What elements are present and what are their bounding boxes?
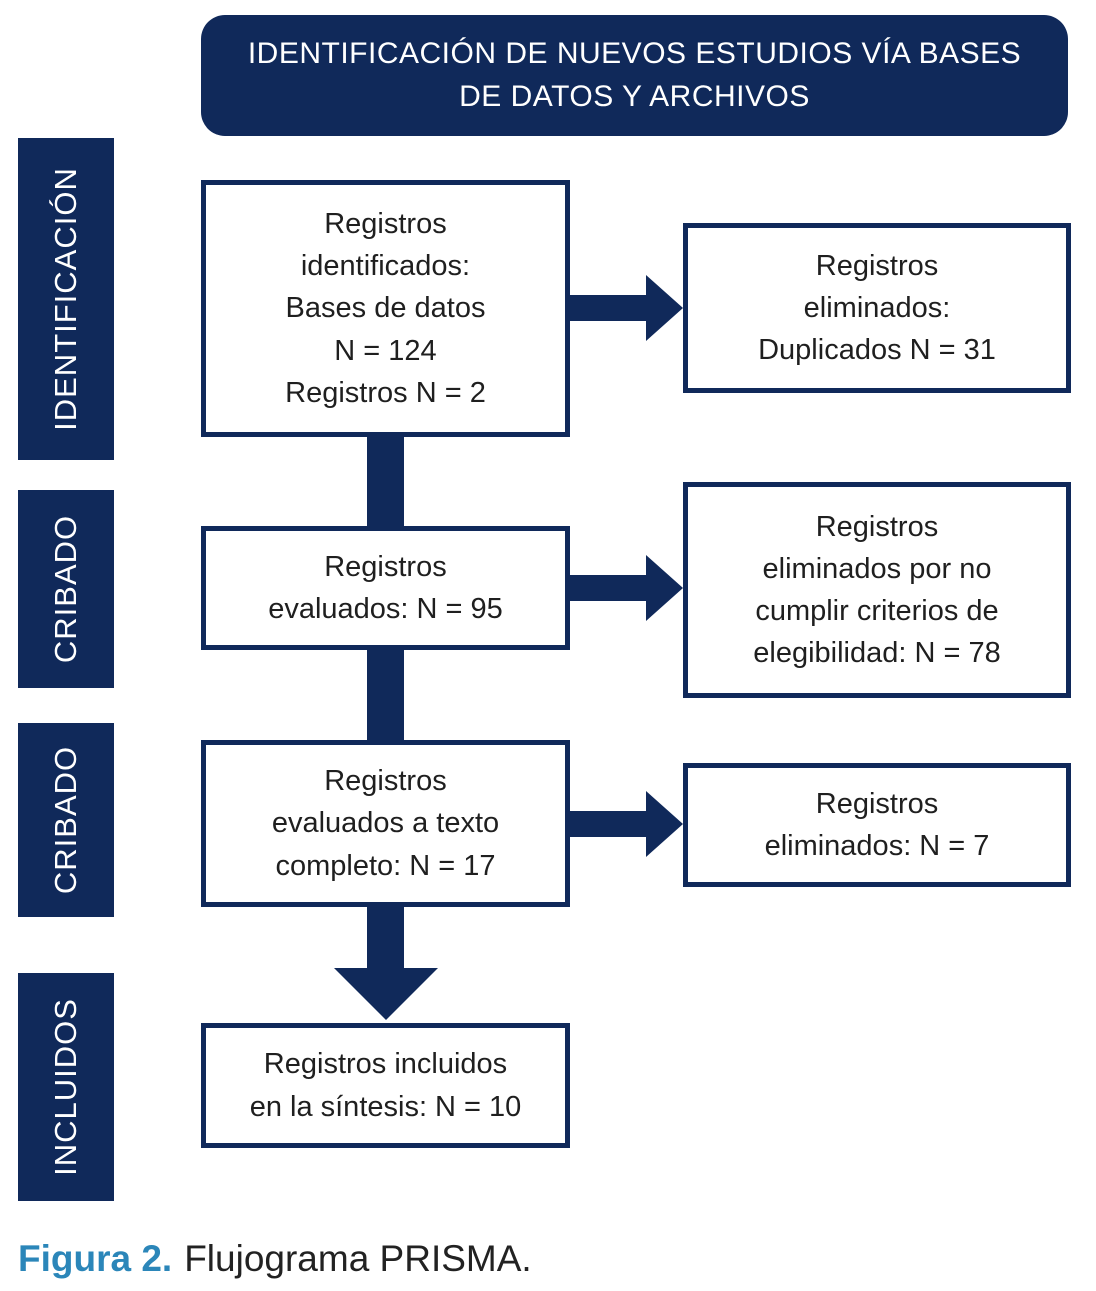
- stage-label-text: IDENTIFICACIÓN: [48, 167, 83, 431]
- box-eliminados-criterios: Registros eliminados por no cumplir crit…: [683, 482, 1071, 698]
- header-banner: IDENTIFICACIÓN DE NUEVOS ESTUDIOS VÍA BA…: [201, 15, 1068, 136]
- caption-text: Flujograma PRISMA.: [184, 1238, 532, 1279]
- connector-down-3-shaft: [367, 907, 404, 968]
- box-text: Registros eliminados: Duplicados N = 31: [758, 249, 996, 367]
- box-registros-texto-completo: Registros evaluados a texto completo: N …: [201, 740, 570, 907]
- connector-down-2: [367, 650, 404, 740]
- connector-down-1: [367, 437, 404, 526]
- right-arrow-head-icon: [646, 275, 683, 341]
- box-text: Registros eliminados por no cumplir crit…: [753, 510, 1001, 670]
- arrow-right-1-shaft: [570, 295, 647, 321]
- right-arrow-head-icon: [646, 555, 683, 621]
- arrow-right-3-shaft: [570, 811, 647, 837]
- box-registros-incluidos: Registros incluidos en la síntesis: N = …: [201, 1023, 570, 1148]
- stage-label-cribado-2: CRIBADO: [18, 723, 114, 917]
- figure-caption: Figura 2. Flujograma PRISMA.: [18, 1238, 532, 1280]
- stage-label-text: INCLUIDOS: [48, 998, 83, 1176]
- stage-label-text: CRIBADO: [48, 745, 83, 895]
- header-title: IDENTIFICACIÓN DE NUEVOS ESTUDIOS VÍA BA…: [247, 36, 1022, 113]
- box-registros-identificados: Registros identificados: Bases de datos …: [201, 180, 570, 437]
- box-eliminados-duplicados: Registros eliminados: Duplicados N = 31: [683, 223, 1071, 393]
- down-arrow-head-icon: [334, 968, 438, 1020]
- box-text: Registros incluidos en la síntesis: N = …: [249, 1048, 522, 1123]
- box-text: Registros evaluados: N = 95: [268, 550, 503, 625]
- arrow-right-2-shaft: [570, 575, 647, 601]
- right-arrow-head-icon: [646, 791, 683, 857]
- box-registros-evaluados: Registros evaluados: N = 95: [201, 526, 570, 650]
- box-text: Registros identificados: Bases de datos …: [285, 208, 486, 409]
- stage-label-incluidos: INCLUIDOS: [18, 973, 114, 1201]
- box-eliminados-texto: Registros eliminados: N = 7: [683, 763, 1071, 887]
- stage-label-text: CRIBADO: [48, 514, 83, 664]
- stage-label-cribado-1: CRIBADO: [18, 490, 114, 688]
- box-text: Registros evaluados a texto completo: N …: [271, 765, 500, 882]
- stage-label-identificacion: IDENTIFICACIÓN: [18, 138, 114, 460]
- caption-label: Figura 2.: [18, 1238, 173, 1279]
- box-text: Registros eliminados: N = 7: [764, 787, 990, 862]
